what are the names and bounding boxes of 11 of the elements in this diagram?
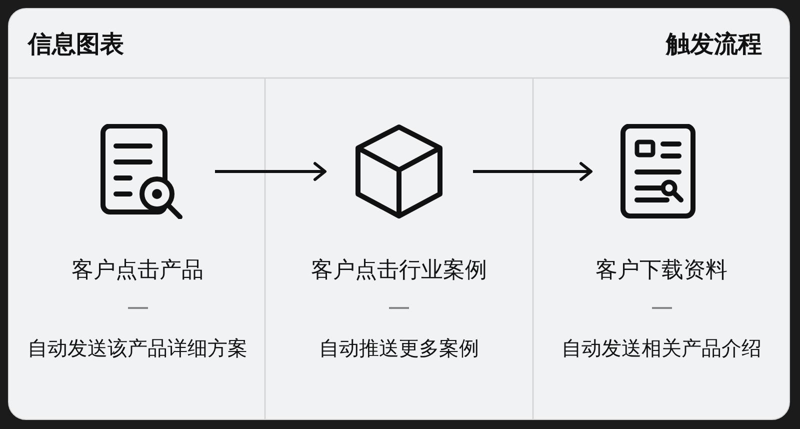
arrow [215,162,326,181]
step-description: 自动发送相关产品介绍 [560,335,762,362]
step-title: 客户点击产品 [70,257,204,285]
arrow [473,162,592,181]
step-description: 自动推送更多案例 [318,335,480,362]
step-title: 客户点击行业案例 [310,257,488,285]
cube-icon [353,124,445,219]
title: 信息图表 [28,29,124,60]
step-title: 客户下载资料 [594,257,728,285]
header-label: 触发流程 [666,29,762,60]
step-description: 自动发送该产品详细方案 [26,335,248,362]
